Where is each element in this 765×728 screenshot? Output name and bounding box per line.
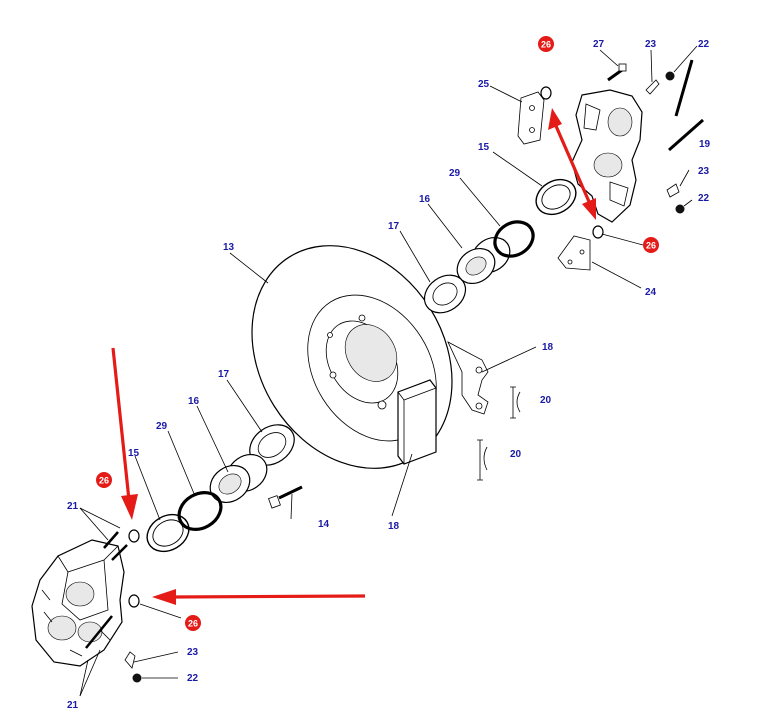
label-25: 25 [478, 79, 490, 90]
arrow-double [554, 125, 592, 205]
upper-cap-22 [665, 71, 685, 214]
lower-seal-17 [249, 424, 295, 466]
label-21-lower: 21 [67, 700, 79, 711]
upper-bleeder-23 [645, 79, 680, 198]
highlight-arrows [111, 108, 596, 605]
upper-ring-29 [493, 220, 535, 258]
label-14: 14 [318, 519, 330, 530]
arrow-left [171, 594, 366, 599]
label-23-bottom: 23 [187, 647, 199, 658]
callout-badge-26-top: 26 [538, 36, 554, 52]
label-18-upper: 18 [542, 342, 554, 353]
label-17-upper: 17 [388, 221, 400, 232]
label-15-lower: 15 [128, 448, 140, 459]
lower-caliper [31, 539, 125, 667]
label-22-right: 22 [698, 193, 710, 204]
callout-26-right-text: 26 [646, 241, 656, 251]
brake-pad [397, 379, 437, 465]
label-13: 13 [223, 242, 235, 253]
upper-shim-24 [557, 235, 591, 271]
label-17-lower: 17 [218, 369, 230, 380]
upper-washers-26 [540, 86, 604, 239]
upper-seal-17 [423, 274, 467, 314]
lower-bearing-16 [209, 453, 268, 504]
arrowhead-double-top [548, 108, 562, 130]
callout-26-top-text: 26 [541, 40, 551, 50]
label-21-upper: 21 [67, 501, 79, 512]
label-20-upper: 20 [540, 395, 552, 406]
part-number-labels: 13 14 15 15 16 16 17 17 18 18 19 20 20 2… [67, 39, 711, 711]
leader-lines [79, 45, 698, 697]
callout-26-bottom-text: 26 [188, 619, 198, 629]
label-29-upper: 29 [449, 168, 461, 179]
upper-caliper [571, 89, 643, 223]
lower-race-15 [146, 513, 190, 553]
label-24: 24 [645, 287, 657, 298]
upper-pins [668, 59, 704, 152]
label-27: 27 [593, 39, 605, 50]
callout-badge-26-bottom: 26 [185, 615, 201, 631]
lower-bleeder-23 [124, 651, 136, 669]
label-19: 19 [699, 139, 711, 150]
lower-pins-21 [85, 531, 128, 649]
label-18-lower: 18 [388, 521, 400, 532]
label-15-upper: 15 [478, 142, 490, 153]
callout-badge-26-left: 26 [96, 472, 112, 488]
arrowhead-down-left [121, 494, 138, 520]
label-23-top: 23 [645, 39, 657, 50]
mounting-bracket [447, 341, 489, 415]
upper-race-15 [535, 178, 577, 216]
label-22-bottom: 22 [187, 673, 199, 684]
lower-cap-22 [132, 673, 142, 683]
label-20-lower: 20 [510, 449, 522, 460]
label-22-top: 22 [698, 39, 710, 50]
bolt [268, 485, 303, 509]
bracket-lines-20 [477, 386, 521, 481]
arrowhead-left [152, 589, 176, 605]
lower-washers-26 [128, 529, 140, 608]
callout-26-left-text: 26 [99, 476, 109, 486]
label-16-upper: 16 [419, 194, 431, 205]
upper-bearing-16 [456, 236, 511, 285]
upper-screw-27 [607, 63, 627, 82]
lower-ring-29 [177, 491, 223, 531]
label-23-right: 23 [698, 166, 710, 177]
upper-shim-25 [517, 91, 545, 145]
label-29-lower: 29 [156, 421, 168, 432]
label-16-lower: 16 [188, 396, 200, 407]
arrow-down-left [111, 347, 131, 501]
arrowhead-double-bottom [582, 198, 596, 220]
callout-badge-26-right: 26 [643, 237, 659, 253]
